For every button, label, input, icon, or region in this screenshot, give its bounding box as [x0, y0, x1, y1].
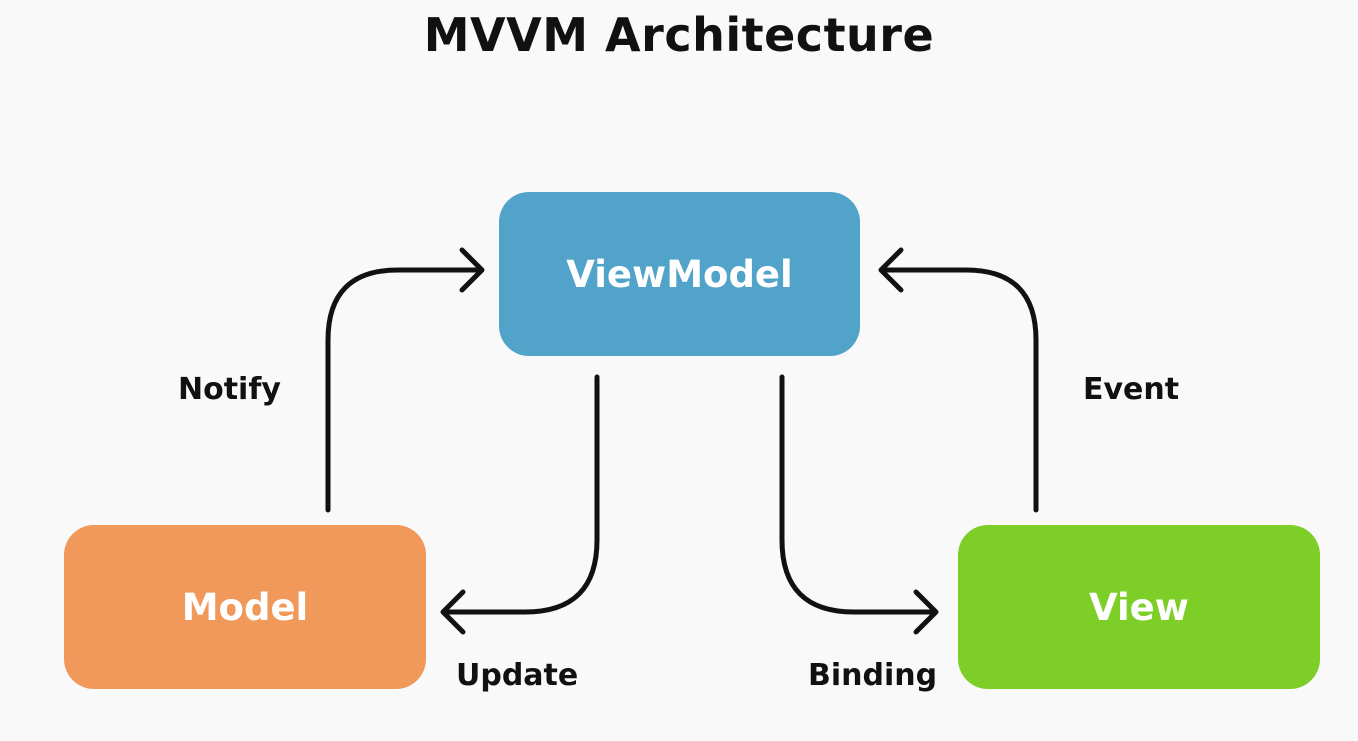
diagram-title: MVVM Architecture: [423, 8, 935, 62]
notify-arrow: [325, 247, 485, 513]
binding-label: Binding: [808, 658, 938, 693]
event-label: Event: [1083, 372, 1180, 407]
update-label: Update: [456, 658, 579, 693]
viewmodel-label: ViewModel: [566, 252, 793, 296]
event-arrow: [878, 247, 1039, 513]
view-label: View: [1089, 585, 1189, 629]
model-label: Model: [181, 585, 309, 629]
model-node: Model: [64, 525, 426, 689]
notify-label: Notify: [178, 372, 281, 407]
viewmodel-node: ViewModel: [499, 192, 860, 356]
update-arrow: [440, 374, 600, 635]
view-node: View: [958, 525, 1320, 689]
binding-arrow: [779, 374, 939, 635]
